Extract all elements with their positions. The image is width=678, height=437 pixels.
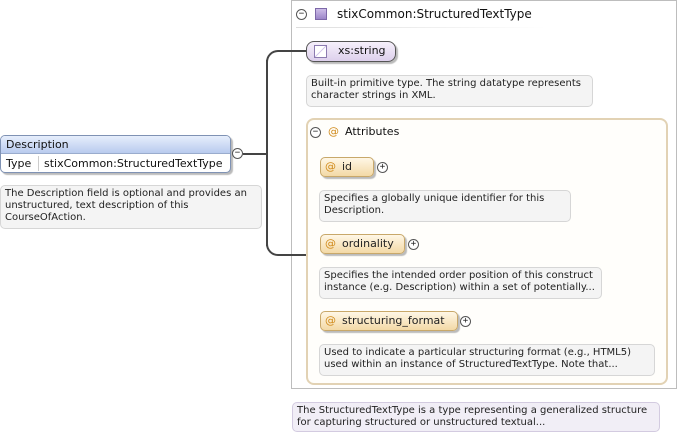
type-divider [38, 156, 39, 171]
attribute-ordinality-annotation: Specifies the intended order position of… [319, 267, 602, 299]
element-box[interactable]: Description Type stixCommon:StructuredTe… [0, 135, 231, 173]
attributes-icon: @ [328, 125, 339, 138]
attribute-icon: @ [325, 314, 336, 327]
attribute-name: ordinality [342, 237, 394, 250]
attributes-title: Attributes [345, 125, 400, 138]
attribute-ordinality[interactable]: @ ordinality [320, 234, 405, 254]
type-value: stixCommon:StructuredTextType [44, 157, 223, 170]
type-label: Type [6, 157, 32, 170]
attribute-structuring-format-annotation: Used to indicate a particular structurin… [319, 344, 655, 376]
attribute-id-expand-toggle[interactable]: + [377, 162, 388, 173]
base-type-box[interactable]: xs:string [306, 41, 396, 62]
simple-type-icon [314, 45, 327, 58]
base-type-name: xs:string [338, 44, 386, 57]
connector-bottom [280, 254, 307, 256]
connector-vertical [266, 60, 268, 246]
connector-bottom-curve [266, 242, 282, 256]
attribute-ordinality-expand-toggle[interactable]: + [408, 239, 419, 250]
connector-top [280, 50, 306, 52]
attribute-id[interactable]: @ id [320, 157, 374, 177]
connector-top-curve [266, 50, 282, 64]
connector-main [243, 153, 268, 155]
element-annotation: The Description field is optional and pr… [0, 185, 262, 229]
header-divider [296, 27, 546, 28]
element-collapse-toggle[interactable]: − [232, 148, 243, 159]
attributes-collapse-toggle[interactable]: − [310, 127, 321, 138]
attribute-icon: @ [325, 237, 336, 250]
attribute-name: id [342, 160, 353, 173]
complex-type-icon [315, 8, 327, 20]
element-name: Description [1, 136, 230, 154]
attribute-structuring-format[interactable]: @ structuring_format [320, 311, 458, 331]
attribute-structuring-format-expand-toggle[interactable]: + [460, 316, 471, 327]
attribute-id-annotation: Specifies a globally unique identifier f… [319, 190, 571, 222]
attribute-icon: @ [325, 160, 336, 173]
complex-type-collapse-toggle[interactable]: − [296, 9, 307, 20]
element-type-row: Type stixCommon:StructuredTextType [1, 154, 230, 172]
complex-type-annotation: The StructuredTextType is a type represe… [292, 402, 660, 432]
base-type-annotation: Built-in primitive type. The string data… [306, 75, 593, 107]
complex-type-name: stixCommon:StructuredTextType [337, 7, 532, 21]
attribute-name: structuring_format [342, 314, 445, 327]
